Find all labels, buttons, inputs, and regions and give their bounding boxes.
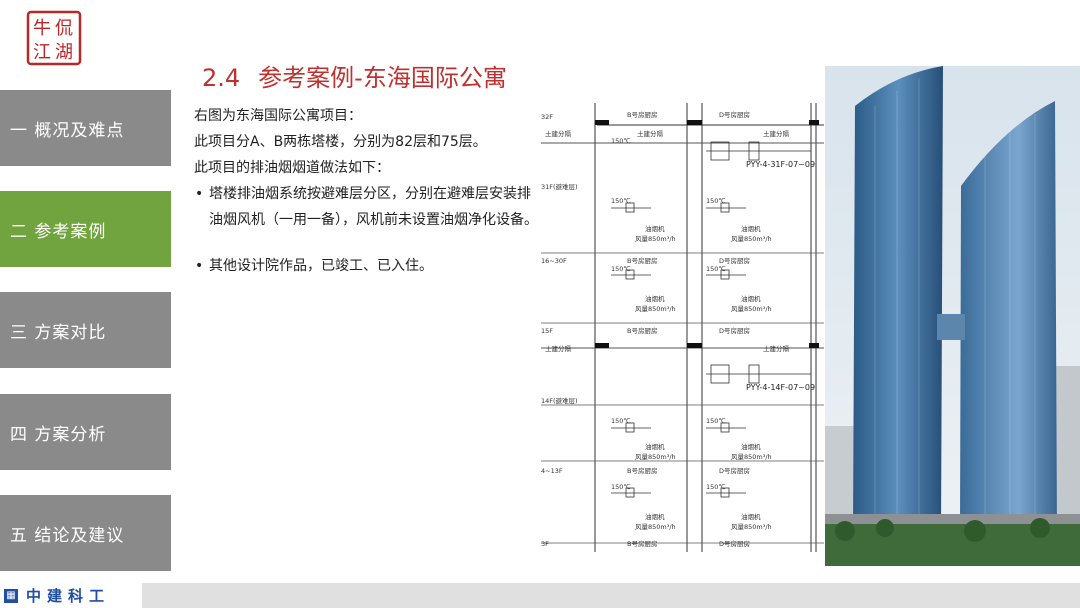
company-name: 中建科工 bbox=[26, 587, 111, 605]
page-title: 2.4 参考案例-东海国际公寓 bbox=[202, 58, 507, 93]
temp-label: 150℃ bbox=[706, 197, 726, 205]
company-logo-icon: ▦ bbox=[4, 588, 18, 603]
civil-label: 土建分隔 bbox=[545, 344, 572, 353]
intro-line-1: 右图为东海国际公寓项目： bbox=[194, 108, 362, 124]
logo-char-1: 牛 bbox=[33, 18, 51, 39]
sidebar-item-overview[interactable]: 一 概况及难点 bbox=[0, 90, 171, 166]
fan-label: 油烟机 bbox=[741, 294, 761, 303]
sidebar-item-conclusion[interactable]: 五 结论及建议 bbox=[0, 495, 171, 571]
exhaust-riser-diagram: 32F 31F(避难层) 16~30F 15F 14F(避难层) 4~13F 3… bbox=[541, 103, 824, 552]
intro-line-3: 此项目的排油烟烟道做法如下： bbox=[194, 160, 390, 176]
civil-label: 土建分隔 bbox=[637, 129, 664, 138]
civil-label: 土建分隔 bbox=[763, 129, 790, 138]
sidebar-item-reference-case[interactable]: 二 参考案例 bbox=[0, 191, 171, 267]
room-label: B号房厨房 bbox=[627, 539, 657, 548]
logo-char-3: 江 bbox=[33, 42, 51, 63]
temp-label: 150℃ bbox=[611, 137, 631, 145]
room-label: B号房厨房 bbox=[627, 326, 657, 335]
room-label: B号房厨房 bbox=[627, 466, 657, 475]
airflow-label: 风量850m³/h bbox=[731, 453, 772, 461]
floor-label: 16~30F bbox=[541, 257, 567, 265]
room-label: D号房厨房 bbox=[719, 539, 750, 548]
room-label: B号房厨房 bbox=[627, 110, 657, 119]
fan-label: 油烟机 bbox=[645, 224, 665, 233]
civil-label: 土建分隔 bbox=[763, 344, 790, 353]
logo-char-4: 湖 bbox=[55, 42, 73, 63]
equipment-tag: PYY-4-31F-07~09 bbox=[746, 160, 815, 169]
body-text: 右图为东海国际公寓项目： 此项目分A、B两栋塔楼，分别为82层和75层。 此项目… bbox=[194, 103, 544, 279]
floor-label: 15F bbox=[541, 327, 553, 335]
airflow-label: 风量850m³/h bbox=[635, 235, 676, 243]
sidebar-item-label: 四 方案分析 bbox=[10, 424, 107, 445]
floor-label: 32F bbox=[541, 113, 553, 121]
sidebar-item-label: 二 参考案例 bbox=[10, 221, 107, 242]
fan-label: 油烟机 bbox=[741, 224, 761, 233]
airflow-label: 风量850m³/h bbox=[635, 523, 676, 531]
sidebar-item-label: 一 概况及难点 bbox=[10, 120, 125, 141]
airflow-label: 风量850m³/h bbox=[731, 305, 772, 313]
room-label: D号房厨房 bbox=[719, 326, 750, 335]
floor-label: 3F bbox=[541, 540, 549, 548]
title-number: 2.4 bbox=[202, 64, 241, 92]
footer-bar bbox=[0, 583, 1080, 608]
floor-label: 4~13F bbox=[541, 467, 563, 475]
temp-label: 150℃ bbox=[611, 197, 631, 205]
room-label: B号房厨房 bbox=[627, 256, 657, 265]
temp-label: 150℃ bbox=[706, 265, 726, 273]
floor-label: 14F(避难层) bbox=[541, 396, 578, 405]
building-photo bbox=[825, 66, 1080, 566]
room-label: D号房厨房 bbox=[719, 110, 750, 119]
footer-logo: ▦ 中建科工 bbox=[0, 583, 142, 608]
room-label: D号房厨房 bbox=[719, 256, 750, 265]
temp-label: 150℃ bbox=[611, 417, 631, 425]
sidebar: 一 概况及难点 二 参考案例 三 方案对比 四 方案分析 五 结论及建议 bbox=[0, 0, 171, 608]
civil-label: 土建分隔 bbox=[545, 129, 572, 138]
fan-label: 油烟机 bbox=[645, 512, 665, 521]
equipment-tag: PYY-4-14F-07~09 bbox=[746, 383, 815, 392]
sidebar-item-label: 三 方案对比 bbox=[10, 322, 107, 343]
airflow-label: 风量850m³/h bbox=[635, 305, 676, 313]
fan-label: 油烟机 bbox=[741, 442, 761, 451]
fan-label: 油烟机 bbox=[645, 294, 665, 303]
airflow-label: 风量850m³/h bbox=[731, 523, 772, 531]
temp-label: 150℃ bbox=[611, 265, 631, 273]
fan-label: 油烟机 bbox=[741, 512, 761, 521]
sidebar-item-analysis[interactable]: 四 方案分析 bbox=[0, 394, 171, 470]
title-text: 参考案例-东海国际公寓 bbox=[258, 64, 507, 92]
temp-label: 150℃ bbox=[706, 483, 726, 491]
temp-label: 150℃ bbox=[611, 483, 631, 491]
intro-line-2: 此项目分A、B两栋塔楼，分别为82层和75层。 bbox=[194, 134, 487, 150]
floor-label: 31F(避难层) bbox=[541, 182, 578, 191]
temp-label: 150℃ bbox=[706, 417, 726, 425]
airflow-label: 风量850m³/h bbox=[731, 235, 772, 243]
fan-label: 油烟机 bbox=[645, 442, 665, 451]
sidebar-item-label: 五 结论及建议 bbox=[10, 525, 125, 546]
room-label: D号房厨房 bbox=[719, 466, 750, 475]
logo-seal: 牛 侃 江 湖 bbox=[26, 10, 82, 66]
bullet-item-1: 塔楼排油烟系统按避难层分区，分别在避难层安装排油烟风机（一用一备），风机前未设置… bbox=[194, 181, 544, 233]
sidebar-item-comparison[interactable]: 三 方案对比 bbox=[0, 292, 171, 368]
logo-char-2: 侃 bbox=[55, 18, 73, 39]
airflow-label: 风量850m³/h bbox=[635, 453, 676, 461]
bullet-item-2: 其他设计院作品，已竣工、已入住。 bbox=[194, 253, 544, 279]
